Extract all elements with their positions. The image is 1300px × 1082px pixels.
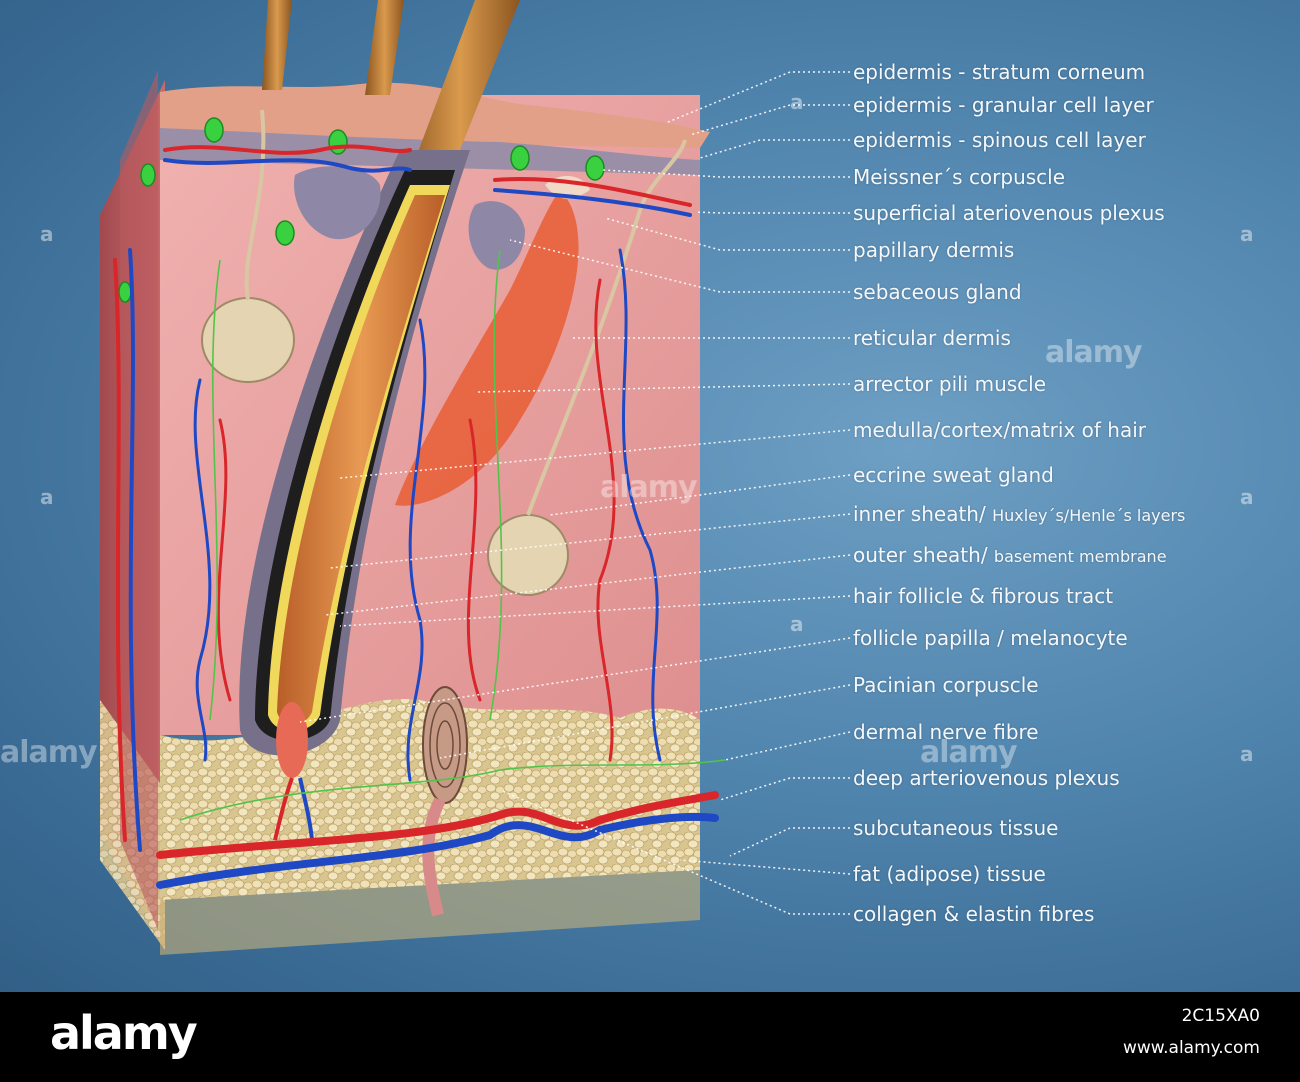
label-text: inner sheath/	[853, 502, 993, 526]
alamy-logo: alamy	[50, 1006, 198, 1060]
watermark-letter: a	[790, 612, 804, 636]
label-papillary-dermis: papillary dermis	[853, 238, 1014, 262]
label-text: epidermis - spinous cell layer	[853, 128, 1146, 152]
label-pacinian-corpuscle: Pacinian corpuscle	[853, 673, 1039, 697]
watermark-letter: a	[1240, 485, 1254, 509]
label-subtext: Huxley´s/Henle´s layers	[992, 506, 1186, 525]
label-dermal-nerve-fibre: dermal nerve fibre	[853, 720, 1039, 744]
label-collagen-elastin: collagen & elastin fibres	[853, 902, 1094, 926]
sweat-glands	[201, 109, 687, 596]
label-text: superficial ateriovenous plexus	[853, 201, 1165, 225]
leader-lines	[299, 71, 851, 915]
label-sebaceous-gland: sebaceous gland	[853, 280, 1022, 304]
watermark-letter: a	[790, 90, 804, 114]
label-text: fat (adipose) tissue	[853, 862, 1046, 886]
stock-footer-bar: alamy 2C15XA0 www.alamy.com	[0, 992, 1300, 1082]
label-text: dermal nerve fibre	[853, 720, 1039, 744]
watermark: alamy	[0, 735, 98, 770]
label-text: epidermis - granular cell layer	[853, 93, 1154, 117]
blood-vessels	[113, 144, 719, 889]
label-superficial-plexus: superficial ateriovenous plexus	[853, 201, 1165, 225]
watermark: alamy	[920, 735, 1018, 770]
hair-follicle	[239, 150, 470, 841]
label-fat-tissue: fat (adipose) tissue	[853, 862, 1046, 886]
label-text: outer sheath/	[853, 543, 994, 567]
watermark-letter: a	[40, 222, 54, 246]
pacinian-corpuscle	[422, 686, 468, 917]
label-granular-cell-layer: epidermis - granular cell layer	[853, 93, 1154, 117]
label-text: sebaceous gland	[853, 280, 1022, 304]
label-meissner-corpuscle: Meissner´s corpuscle	[853, 165, 1065, 189]
label-hair-layers: medulla/cortex/matrix of hair	[853, 418, 1146, 442]
label-text: subcutaneous tissue	[853, 816, 1059, 840]
watermark-letter: a	[1240, 742, 1254, 766]
watermark: alamy	[1045, 335, 1143, 370]
label-follicle-papilla: follicle papilla / melanocyte	[853, 626, 1128, 650]
label-stratum-corneum: epidermis - stratum corneum	[853, 60, 1145, 84]
sebaceous-glands	[294, 166, 525, 270]
label-text: hair follicle & fibrous tract	[853, 584, 1114, 608]
site-url: www.alamy.com	[1122, 1038, 1260, 1058]
label-text: arrector pili muscle	[853, 372, 1047, 396]
label-text: follicle papilla / melanocyte	[853, 626, 1128, 650]
label-text: eccrine sweat gland	[853, 463, 1054, 487]
label-text: Pacinian corpuscle	[853, 673, 1039, 697]
label-inner-sheath: inner sheath/ Huxley´s/Henle´s layers	[853, 502, 1185, 528]
label-text: epidermis - stratum corneum	[853, 60, 1146, 84]
label-arrector-pili: arrector pili muscle	[853, 372, 1046, 396]
label-outer-sheath: outer sheath/ basement membrane	[853, 543, 1167, 569]
label-eccrine-sweat-gland: eccrine sweat gland	[853, 463, 1054, 487]
label-text: reticular dermis	[853, 326, 1011, 350]
label-hair-follicle: hair follicle & fibrous tract	[853, 584, 1113, 608]
skin-cross-section-illustration	[100, 0, 851, 955]
label-text: deep arteriovenous plexus	[853, 766, 1120, 790]
label-spinous-cell-layer: epidermis - spinous cell layer	[853, 128, 1146, 152]
watermark-letter: a	[1240, 222, 1254, 246]
label-text: collagen & elastin fibres	[853, 902, 1095, 926]
label-subtext: basement membrane	[993, 547, 1167, 566]
label-reticular-dermis: reticular dermis	[853, 326, 1011, 350]
label-text: papillary dermis	[853, 238, 1015, 262]
label-text: medulla/cortex/matrix of hair	[853, 418, 1146, 442]
image-id: 2C15XA0	[1181, 1006, 1260, 1026]
label-subcutaneous-tissue: subcutaneous tissue	[853, 816, 1058, 840]
label-text: Meissner´s corpuscle	[853, 165, 1066, 189]
watermark-letter: a	[40, 485, 54, 509]
label-deep-plexus: deep arteriovenous plexus	[853, 766, 1120, 790]
nerve-fibres	[179, 249, 726, 821]
diagram-stage: alamy alamy alamy alamy a a a a a a a ep…	[0, 0, 1300, 992]
watermark: alamy	[600, 470, 698, 505]
